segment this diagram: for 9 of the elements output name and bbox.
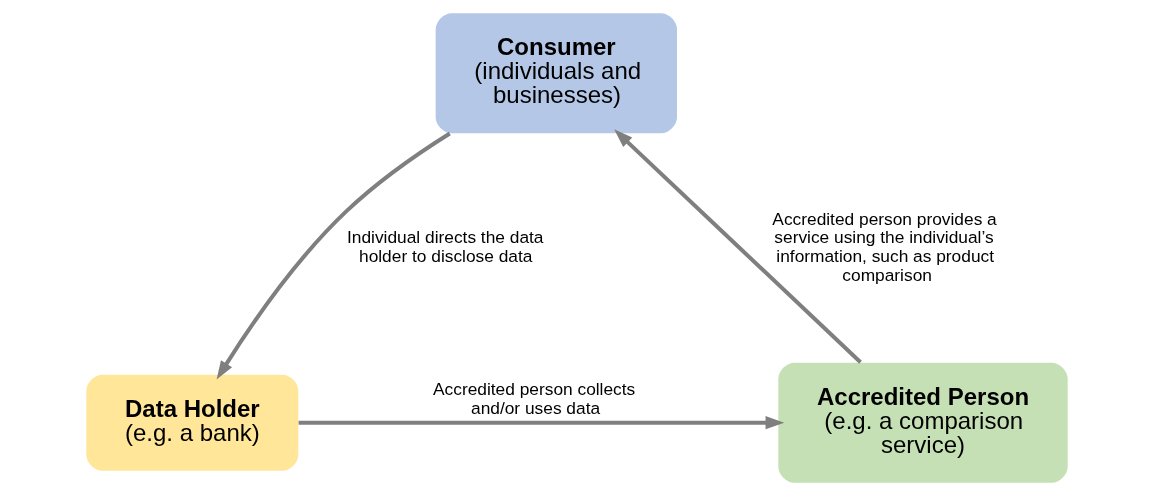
node-box: Data Holder (e.g. a bank) [86, 374, 299, 471]
edge-label: Individual directs the data holder to disclose data [347, 227, 544, 266]
edge-label: Accredited person collects and/or uses data [433, 379, 636, 418]
edge-label: Accredited person provides a service using the individual’s information, such as product comparison [772, 208, 997, 285]
arrow [614, 129, 862, 364]
node-box: Consumer (individuals and businesses) [435, 13, 677, 134]
arrow [298, 416, 785, 430]
arrow [216, 131, 451, 380]
node-box: Accredited Person (e.g. a comparison service) [778, 362, 1068, 483]
